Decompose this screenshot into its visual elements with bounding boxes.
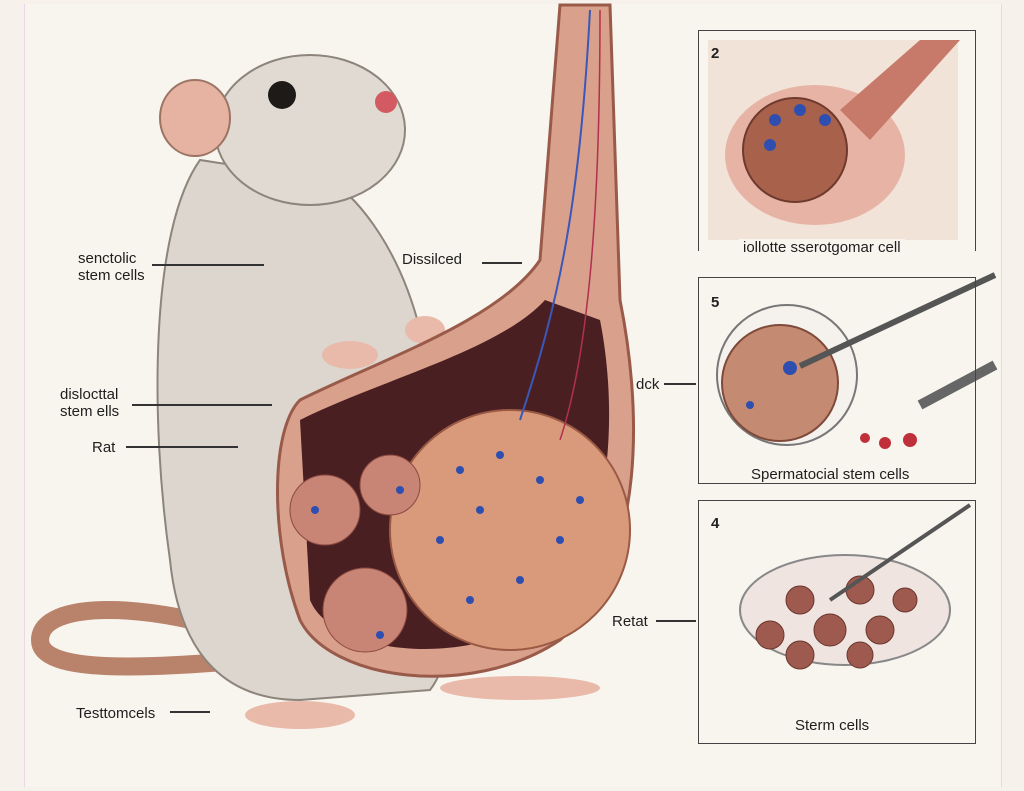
panel-caption: Spermatocial stem cells [751,466,910,483]
leader-line [656,620,696,622]
label-rat: Rat [92,439,116,456]
spatula-icon [828,503,972,602]
panel-caption: iollotte sserotgomar cell [739,239,905,256]
panel-caption: Sterm cells [795,717,870,734]
panel-4: 4 Sterm cells [698,500,976,744]
panel-2: 2 iollotte sserotgomar cell [698,30,976,256]
testis [389,409,631,651]
cell-cluster [289,474,361,546]
petri-dish-4 [739,554,951,666]
panel-5: 5 Spermatocial stem cells [698,277,976,484]
leader-line [664,383,696,385]
leader-line [132,404,272,406]
cell-cluster [322,567,408,653]
leader-line [482,262,522,264]
cultured-cells [755,575,918,670]
rat-ear [159,79,231,157]
label-retat: Retat [612,613,648,630]
syringe-icon [917,360,998,410]
pipette-icon [798,272,997,369]
label-dck: dck [636,376,660,393]
stem-cell-dots [311,451,584,639]
cell-cluster [359,454,421,516]
panel5-cell [721,324,839,442]
rat-tail [30,601,269,676]
panel-number: 5 [711,294,720,311]
label-testtomcels: Testtomcels [76,705,156,722]
panel-number: 2 [711,45,720,62]
leader-line [170,711,210,713]
label-dissilced: Dissilced [402,251,463,268]
rat-nose [375,91,397,113]
rat-paw [322,341,378,369]
rat-foot [440,676,600,700]
leader-line [152,264,264,266]
rat-eye [268,81,296,109]
panel-number: 4 [711,515,720,532]
rat-head [214,54,406,206]
leader-line [126,446,238,448]
rat-foot [245,701,355,729]
